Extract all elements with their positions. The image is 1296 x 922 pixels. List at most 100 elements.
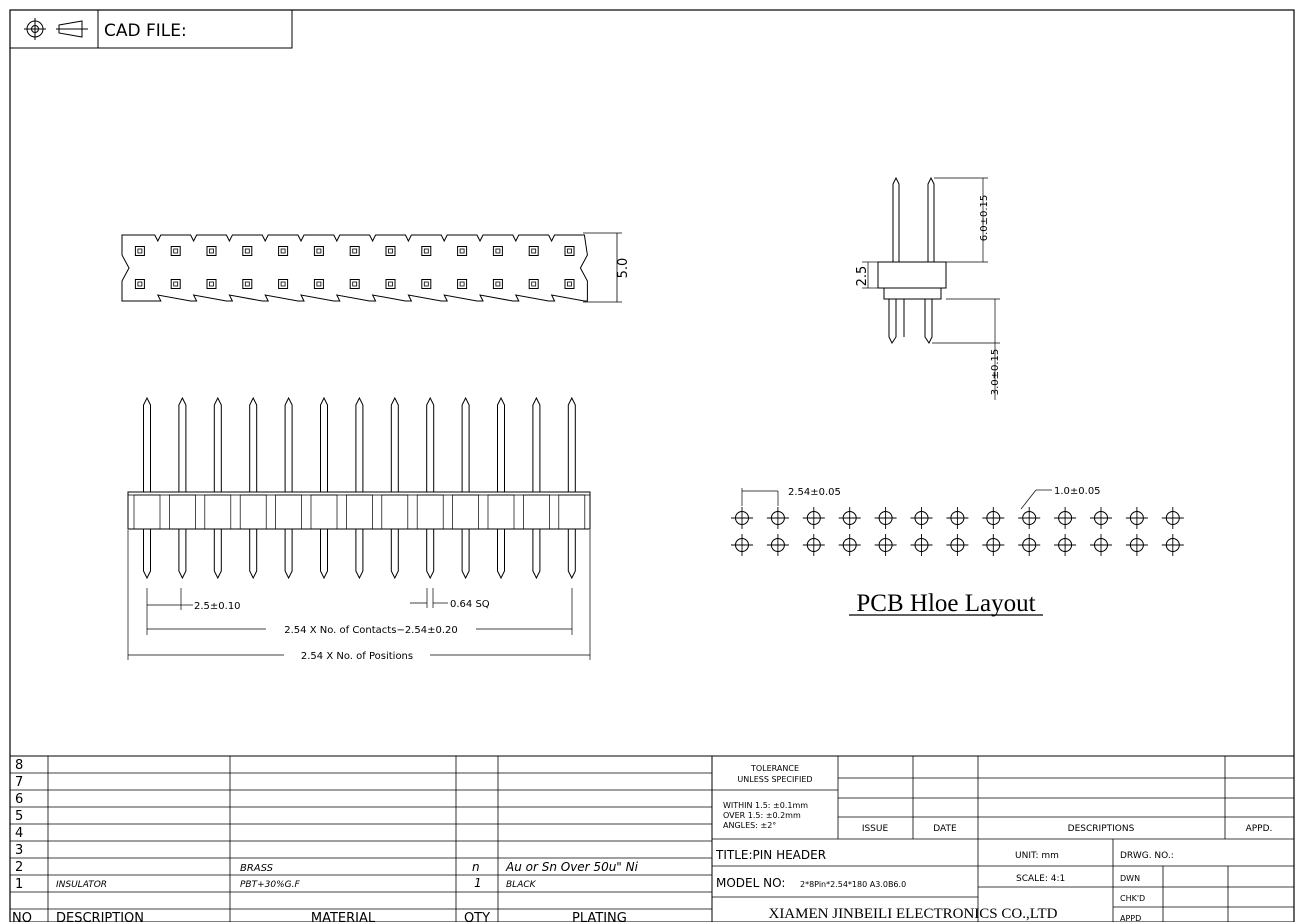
top-pin-square: [313, 246, 324, 256]
scale-label: SCALE: 4:1: [1016, 874, 1065, 884]
top-pin-square: [242, 246, 253, 256]
top-pin-square: [242, 279, 253, 289]
appd-label: APPD: [1120, 914, 1141, 922]
bom-row-number-2: 2: [15, 860, 23, 875]
top-pin-square: [349, 246, 360, 256]
dim-pin-size-label: 0.64 SQ: [450, 599, 490, 610]
top-pin-inner: [352, 248, 358, 254]
dwn-label: DWN: [1120, 874, 1140, 883]
bom-header-plating: PLATING: [572, 911, 627, 922]
side-segment: [381, 494, 409, 530]
bom-row-number-3: 3: [15, 843, 23, 858]
side-segment: [523, 494, 550, 530]
end-pin-left-upper: [892, 176, 900, 262]
end-view: 6.0±0.15 2.5 3.0±0.15: [855, 176, 1001, 400]
dim-pitch-label: 2.5±0.10: [194, 601, 241, 612]
top-pin-inner: [495, 248, 501, 254]
top-pin-square: [421, 279, 432, 289]
top-pin-inner: [423, 281, 429, 287]
side-segment: [558, 494, 586, 530]
side-pin-upper: [497, 396, 505, 492]
top-pin-inner: [459, 281, 465, 287]
top-pin-square: [134, 279, 145, 289]
title-block: TOLERANCE UNLESS SPECIFIED WITHIN 1.5: ±…: [711, 755, 1295, 922]
bom-row-number-8: 8: [15, 758, 23, 773]
top-housing-outline: [121, 234, 588, 302]
side-pin-upper: [213, 396, 222, 492]
side-pin-upper: [461, 396, 470, 492]
top-pin-square: [278, 279, 289, 289]
side-pin-upper: [532, 396, 541, 492]
top-pin-inner: [173, 248, 179, 254]
side-pin-lower: [426, 529, 435, 580]
top-pin-square: [170, 246, 181, 256]
tolerance-angles: ANGLES: ±2°: [723, 821, 776, 830]
top-pin-square: [313, 279, 324, 289]
top-pin-inner: [423, 248, 429, 254]
unit-label: UNIT: mm: [1015, 851, 1059, 861]
top-pin-inner: [352, 281, 358, 287]
end-pin-right-upper: [927, 176, 935, 262]
bom-row2-plating: Au or Sn Over 50u" Ni: [505, 860, 639, 874]
side-pin-upper: [390, 396, 399, 492]
side-pin-lower: [178, 529, 187, 580]
pcb-layout-dims: 2.54±0.05 1.0±0.05: [741, 486, 1101, 510]
bom-row2-qty: n: [472, 860, 480, 874]
side-pin-upper: [284, 396, 293, 492]
bom-row1-plating: BLACK: [506, 880, 537, 890]
top-pin-inner: [567, 281, 572, 287]
bom-row1-description: INSULATOR: [56, 880, 107, 890]
top-pin-square: [278, 246, 289, 256]
top-pin-inner: [316, 281, 322, 287]
end-dim-upper-label: 6.0±0.15: [979, 195, 990, 242]
bom-header-material: MATERIAL: [311, 911, 376, 922]
issue-header: ISSUE: [862, 824, 889, 834]
side-segment: [452, 494, 479, 530]
top-height-label: 5.0: [616, 258, 631, 279]
bom-table: 8 7 6 5 4 3 2 1 BRASS n Au or Sn Over 50…: [9, 755, 713, 922]
end-body: [877, 261, 947, 289]
top-pin-inner: [388, 248, 393, 254]
top-pin-square: [134, 246, 145, 256]
side-housing: [127, 491, 591, 530]
bom-row1-qty: 1: [474, 876, 482, 890]
top-pin-square: [457, 279, 468, 289]
top-pin-inner: [316, 248, 322, 254]
top-pin-inner: [280, 281, 286, 287]
top-pin-inner: [280, 248, 286, 254]
side-view-dims: 2.5±0.10 0.64 SQ 2.54 X No. of Contacts−…: [127, 530, 591, 662]
title-label: TITLE:PIN HEADER: [715, 848, 826, 862]
side-pin-lower: [532, 529, 541, 580]
top-view-height-dim: 5.0: [583, 232, 631, 303]
top-pin-inner: [388, 281, 393, 287]
drwg-no-label: DRWG. NO.:: [1120, 851, 1174, 861]
top-view: [121, 234, 588, 302]
top-pin-square: [206, 246, 217, 256]
top-pin-inner: [209, 281, 214, 287]
end-body-base: [883, 287, 942, 300]
chkd-label: CHK'D: [1120, 894, 1145, 903]
dim-positions-label: 2.54 X No. of Positions: [301, 651, 413, 662]
tolerance-over: OVER 1.5: ±0.2mm: [723, 811, 801, 820]
top-pin-inner: [244, 281, 250, 287]
side-segment: [487, 494, 515, 530]
top-pin-inner: [495, 281, 501, 287]
bom-row-number-5: 5: [15, 809, 23, 824]
top-pin-inner: [244, 248, 250, 254]
tolerance-line1: TOLERANCE: [750, 764, 799, 773]
dim-contacts-label: 2.54 X No. of Contacts−2.54±0.20: [284, 625, 457, 636]
side-pin-upper: [178, 396, 187, 492]
top-pin-inner: [531, 248, 537, 254]
end-dim-lower-label: 3.0±0.15: [990, 349, 1001, 396]
side-pin-upper: [320, 396, 328, 492]
tolerance-line2: UNLESS SPECIFIED: [737, 775, 812, 784]
end-pin-left-lower: [888, 299, 897, 344]
top-pin-square: [385, 246, 396, 256]
company-name: XIAMEN JINBEILI ELECTRONICS CO.,LTD: [768, 906, 1057, 922]
side-pin-lower: [497, 529, 505, 580]
model-no-label: MODEL NO:: [716, 876, 785, 890]
pcb-layout: [731, 507, 1184, 556]
cad-file-header: CAD FILE:: [9, 9, 293, 49]
top-pin-square: [206, 279, 217, 289]
